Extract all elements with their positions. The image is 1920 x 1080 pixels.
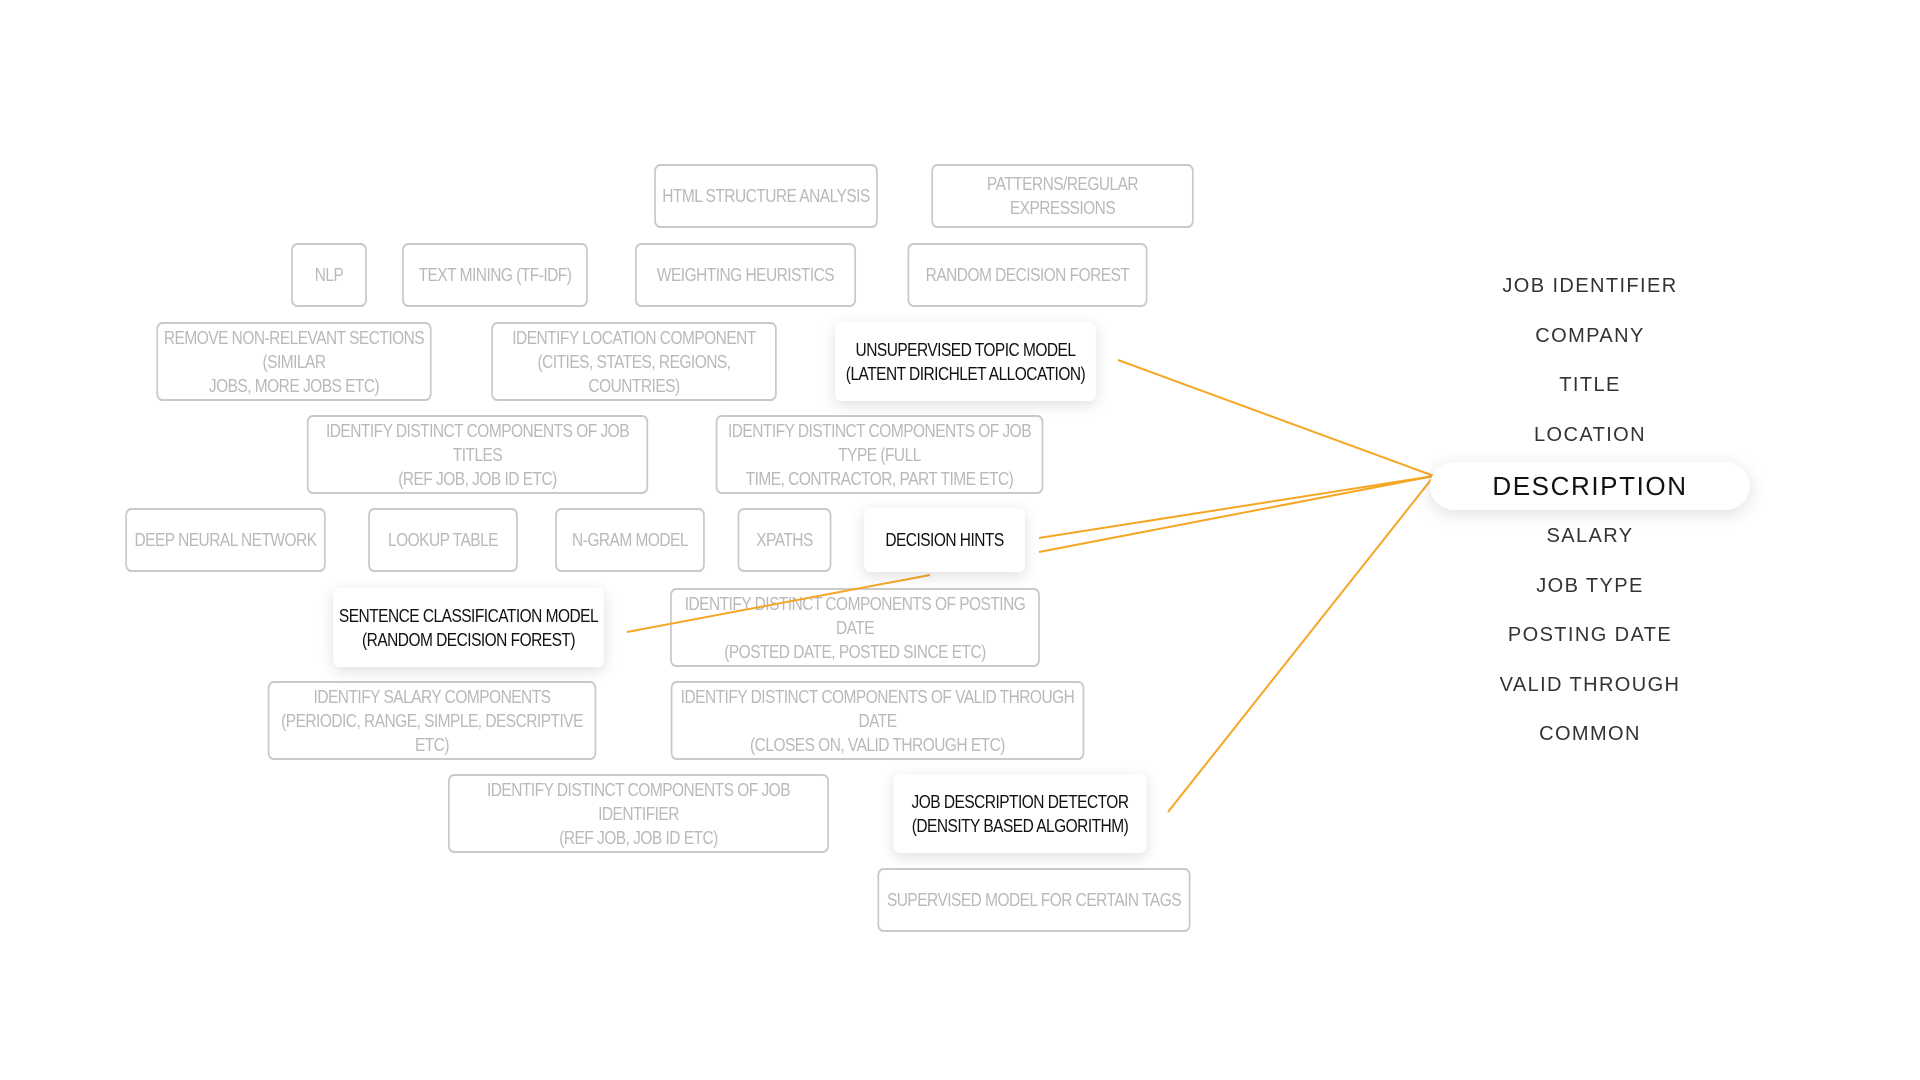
- node-label: DECISION HINTS: [885, 530, 1004, 550]
- node-xpaths: XPATHS: [737, 508, 832, 572]
- node-label: SUPERVISED MODEL FOR CERTAIN TAGS: [886, 890, 1182, 910]
- node-label: N-GRAM MODEL: [572, 530, 688, 550]
- field-posting-date[interactable]: POSTING DATE: [1507, 624, 1673, 647]
- node-ngram-model: N-GRAM MODEL: [555, 508, 705, 572]
- node-label: XPATHS: [756, 530, 813, 550]
- node-label: TEXT MINING (TF-IDF): [418, 265, 572, 285]
- node-label: REMOVE NON-RELEVANT SECTIONS (SIMILAR JO…: [163, 327, 425, 396]
- node-html-structure-analysis: HTML STRUCTURE ANALYSIS: [654, 164, 878, 228]
- field-title[interactable]: TITLE: [1559, 374, 1621, 397]
- node-remove-non-relevant-sections: REMOVE NON-RELEVANT SECTIONS (SIMILAR JO…: [156, 322, 432, 401]
- link-unsupervised-topic-model-to-description: [1117, 359, 1435, 477]
- node-label: IDENTIFY DISTINCT COMPONENTS OF JOB IDEN…: [486, 779, 791, 848]
- field-salary[interactable]: SALARY: [1546, 525, 1634, 548]
- node-valid-through-components: IDENTIFY DISTINCT COMPONENTS OF VALID TH…: [670, 681, 1085, 760]
- node-job-titles-components: IDENTIFY DISTINCT COMPONENTS OF JOB TITL…: [306, 415, 649, 494]
- field-description-selected[interactable]: DESCRIPTION: [1430, 462, 1750, 510]
- field-job-type[interactable]: JOB TYPE: [1536, 574, 1644, 597]
- node-job-type-components: IDENTIFY DISTINCT COMPONENTS OF JOB TYPE…: [715, 415, 1044, 494]
- node-text-mining: TEXT MINING (TF-IDF): [402, 243, 588, 307]
- node-label: IDENTIFY DISTINCT COMPONENTS OF VALID TH…: [680, 686, 1075, 755]
- field-location[interactable]: LOCATION: [1534, 423, 1646, 446]
- node-deep-neural-network: DEEP NEURAL NETWORK: [125, 508, 326, 572]
- node-label: NLP: [314, 265, 344, 285]
- node-salary-components: IDENTIFY SALARY COMPONENTS (PERIODIC, RA…: [267, 681, 597, 760]
- link-decision-hints-to-description-secondary: [1038, 475, 1435, 553]
- field-list: JOB IDENTIFIER COMPANY TITLE LOCATION DE…: [1430, 262, 1750, 760]
- node-label: DEEP NEURAL NETWORK: [134, 530, 317, 550]
- field-job-identifier[interactable]: JOB IDENTIFIER: [1502, 275, 1678, 298]
- node-random-decision-forest: RANDOM DECISION FOREST: [907, 243, 1148, 307]
- node-label: PATTERNS/REGULAR EXPRESSIONS: [986, 174, 1139, 218]
- node-decision-hints: DECISION HINTS: [864, 508, 1025, 572]
- node-label: WEIGHTING HEURISTICS: [656, 265, 835, 285]
- node-label: IDENTIFY DISTINCT COMPONENTS OF JOB TITL…: [325, 420, 630, 489]
- node-supervised-model-certain-tags: SUPERVISED MODEL FOR CERTAIN TAGS: [877, 868, 1191, 932]
- field-common[interactable]: COMMON: [1539, 723, 1641, 746]
- node-label: IDENTIFY LOCATION COMPONENT (CITIES, STA…: [512, 327, 756, 396]
- node-unsupervised-topic-model: UNSUPERVISED TOPIC MODEL (LATENT DIRICHL…: [835, 322, 1096, 401]
- node-identify-location-component: IDENTIFY LOCATION COMPONENT (CITIES, STA…: [491, 322, 777, 401]
- node-job-identifier-components: IDENTIFY DISTINCT COMPONENTS OF JOB IDEN…: [448, 774, 829, 853]
- field-valid-through[interactable]: VALID THROUGH: [1499, 673, 1681, 696]
- field-company[interactable]: COMPANY: [1535, 324, 1645, 347]
- node-sentence-classification-model: SENTENCE CLASSIFICATION MODEL (RANDOM DE…: [333, 588, 604, 667]
- node-lookup-table: LOOKUP TABLE: [368, 508, 518, 572]
- node-label: JOB DESCRIPTION DETECTOR (DENSITY BASED …: [911, 791, 1129, 836]
- node-patterns-regular-expressions: PATTERNS/REGULAR EXPRESSIONS: [931, 164, 1194, 228]
- node-job-description-detector: JOB DESCRIPTION DETECTOR (DENSITY BASED …: [893, 774, 1147, 853]
- node-nlp: NLP: [291, 243, 367, 307]
- node-label: IDENTIFY DISTINCT COMPONENTS OF POSTING …: [684, 593, 1026, 662]
- node-label: SENTENCE CLASSIFICATION MODEL (RANDOM DE…: [338, 605, 599, 650]
- node-label: RANDOM DECISION FOREST: [925, 265, 1130, 285]
- node-label: LOOKUP TABLE: [388, 530, 498, 550]
- node-label: IDENTIFY SALARY COMPONENTS (PERIODIC, RA…: [281, 686, 583, 755]
- node-label: IDENTIFY DISTINCT COMPONENTS OF JOB TYPE…: [727, 420, 1032, 489]
- node-weighting-heuristics: WEIGHTING HEURISTICS: [634, 243, 857, 307]
- link-job-description-detector-to-description: [1167, 475, 1435, 813]
- link-decision-hints-to-description: [1038, 475, 1435, 539]
- node-label: HTML STRUCTURE ANALYSIS: [662, 186, 870, 206]
- node-posting-date-components: IDENTIFY DISTINCT COMPONENTS OF POSTING …: [670, 588, 1040, 667]
- node-label: UNSUPERVISED TOPIC MODEL (LATENT DIRICHL…: [845, 339, 1086, 384]
